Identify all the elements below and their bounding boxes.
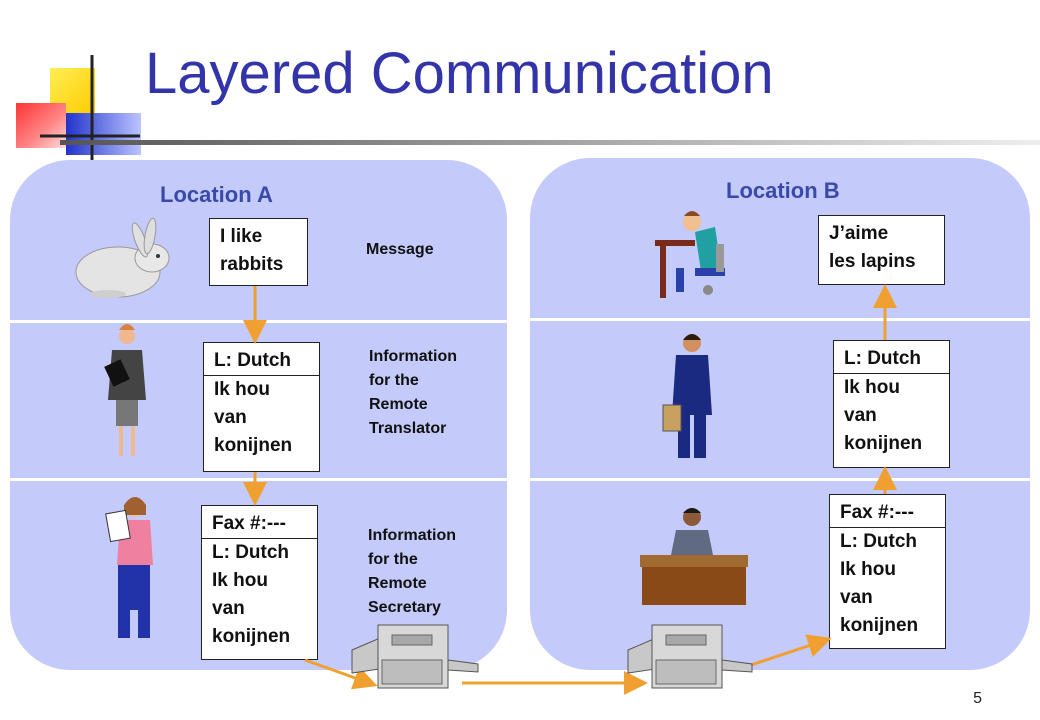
secretary-info-label: Information for the Remote Secretary xyxy=(368,527,456,616)
writer-at-desk-icon xyxy=(655,211,725,298)
secretary-box-b: Fax #:--- L: Dutch Ik hou van konijnen xyxy=(829,494,946,649)
message-box-b: J’aime les lapins xyxy=(818,215,945,285)
page-number: 5 xyxy=(973,690,982,707)
fax-machine-icon xyxy=(627,624,753,689)
slide-title: Layered Communication xyxy=(145,41,774,106)
businesswoman-icon xyxy=(104,324,146,456)
message-box-a: I like rabbits xyxy=(209,218,308,286)
layer-divider xyxy=(10,478,507,481)
fax-machine-icon xyxy=(351,624,479,689)
location-a-title: Location A xyxy=(160,182,273,207)
secretary-woman-icon xyxy=(105,497,153,638)
translator-info-label: Information for the Remote Translator xyxy=(369,348,457,437)
layer-divider xyxy=(530,478,1030,481)
translator-box-a: L: Dutch Ik hou van konijnen xyxy=(203,342,320,472)
rabbit-icon xyxy=(75,217,170,298)
businessman-icon xyxy=(662,334,712,458)
arrow-from-fax-b xyxy=(741,634,832,670)
translator-box-b: L: Dutch Ik hou van konijnen xyxy=(833,340,950,468)
title-underline xyxy=(60,140,1040,145)
man-at-desk-icon xyxy=(640,508,748,605)
secretary-box-a: Fax #:--- L: Dutch Ik hou van konijnen xyxy=(201,505,318,660)
arrow-to-fax-a xyxy=(304,658,378,690)
location-b-title: Location B xyxy=(726,178,840,203)
logo-decoration xyxy=(0,0,150,165)
layer-divider xyxy=(530,318,1030,321)
message-label: Message xyxy=(366,241,434,258)
